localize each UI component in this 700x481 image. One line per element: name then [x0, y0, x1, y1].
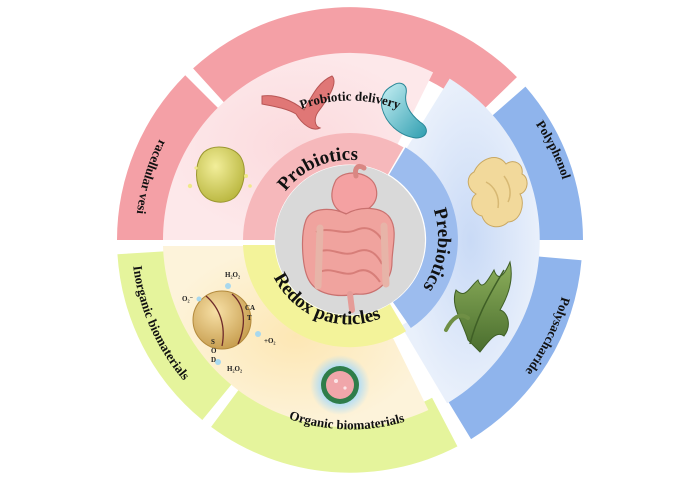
chem-plus-o2: +O₂ [264, 337, 276, 345]
chem-h2o2-bottom: H₂O₂ [227, 365, 242, 373]
band-redox [243, 245, 407, 348]
rod-bacterium-icon [381, 82, 427, 139]
branched-bacterium-icon [261, 75, 335, 130]
ros-dot-icon [215, 359, 221, 365]
chem-sod-d: D [211, 356, 216, 364]
chem-sod-o: O [211, 347, 217, 355]
label-extracellular-vesicles: Extracellular vesicles [0, 0, 170, 215]
nanozyme-particle-icon [192, 290, 252, 350]
prebiotic-illustrations [444, 157, 528, 353]
chem-h2o2-top: H₂O₂ [225, 271, 240, 279]
ros-dot-icon [225, 283, 231, 289]
sector-polysaccharide [442, 255, 582, 440]
sector-inorganic-biomaterials [117, 250, 238, 421]
chem-o2-minus: O₂⁻ [182, 295, 194, 303]
chem-sod-s: S [211, 338, 215, 346]
probiotic-bacteria-illustrations [187, 75, 427, 203]
ros-dot-icon [196, 296, 202, 302]
band-prebiotics [389, 147, 458, 329]
band-probiotics [243, 133, 404, 240]
sector-extracellular-vesicles [117, 75, 225, 241]
chem-cat-1: CA [245, 304, 255, 312]
organic-nanoparticle-icon [310, 355, 370, 415]
ros-dot-icon [255, 331, 261, 337]
vesicle-icon [187, 146, 252, 203]
seaweed-icon [444, 260, 512, 353]
digestive-system-illustration [301, 163, 395, 313]
sector-polyphenol [484, 86, 583, 240]
chem-cat-2: T [247, 314, 252, 322]
redox-illustrations: H₂O₂ O₂⁻ CA T +O₂ S O D H₂O₂ [182, 271, 370, 415]
ginger-root-icon [467, 157, 528, 228]
